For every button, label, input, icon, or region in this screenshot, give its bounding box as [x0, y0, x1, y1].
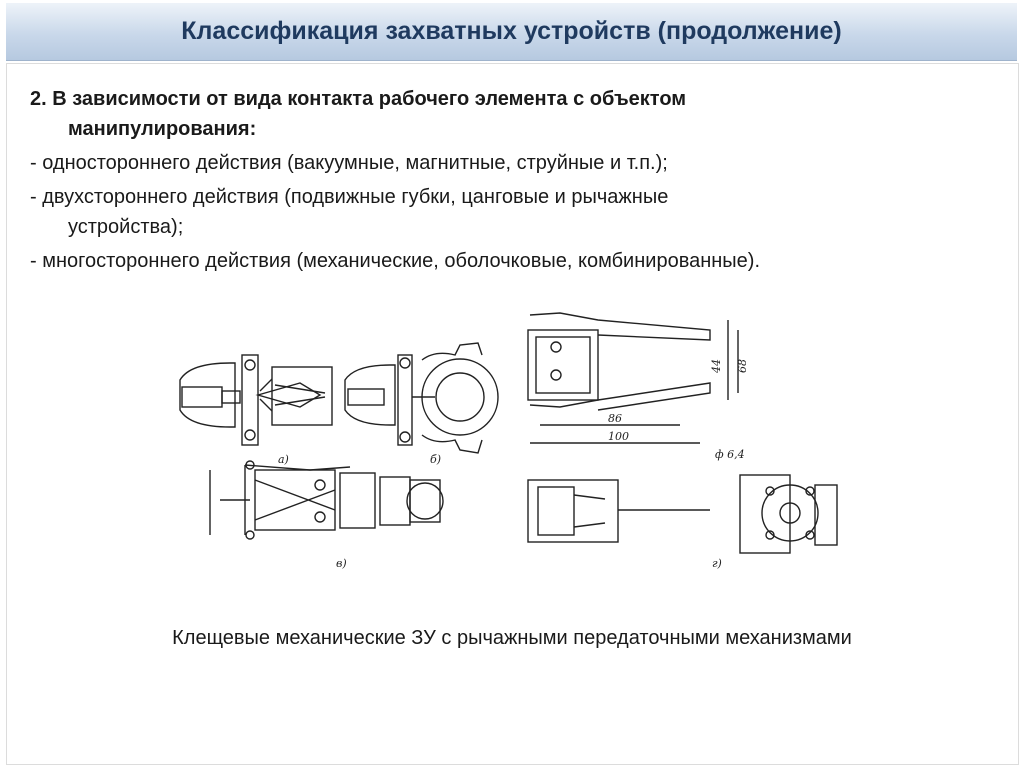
label-a: а) — [278, 453, 289, 466]
dim-100: 100 — [608, 430, 629, 443]
text-block: 2. В зависимости от вида контакта рабоче… — [30, 84, 990, 276]
dim-phi: ф 6,4 — [715, 448, 745, 461]
dim-68: 68 — [736, 359, 749, 373]
slide-title: Классификация захватных устройств (продо… — [181, 17, 842, 45]
list-item-2-cont: устройства); — [68, 216, 184, 238]
heading-line-1: 2. В зависимости от вида контакта рабоче… — [30, 88, 687, 110]
drawing-g — [527, 474, 838, 554]
list-item-3: - многостороннего действия (механические… — [30, 250, 761, 272]
title-bar: Классификация захватных устройств (продо… — [6, 3, 1017, 61]
drawing-v — [209, 460, 444, 540]
label-b: б) — [430, 453, 441, 466]
label-v: в) — [336, 557, 347, 570]
drawing-a — [179, 354, 333, 446]
list-item-2: - двухстороннего действия (подвижные губ… — [30, 186, 669, 208]
list-item-1: - одностороннего действия (вакуумные, ма… — [30, 152, 668, 174]
heading-line-2: манипулирования: — [68, 118, 257, 140]
dim-44: 44 — [710, 359, 723, 374]
drawing-lever — [527, 312, 739, 444]
drawing-b — [344, 342, 499, 454]
label-g: г) — [712, 557, 722, 570]
gripper-drawings: а) б) в) г) 44 68 86 100 ф 6,4 — [179, 312, 838, 570]
content-area — [6, 63, 1019, 765]
figure-caption: Клещевые механические ЗУ с рычажными пер… — [172, 627, 852, 649]
dim-86: 86 — [608, 412, 622, 425]
